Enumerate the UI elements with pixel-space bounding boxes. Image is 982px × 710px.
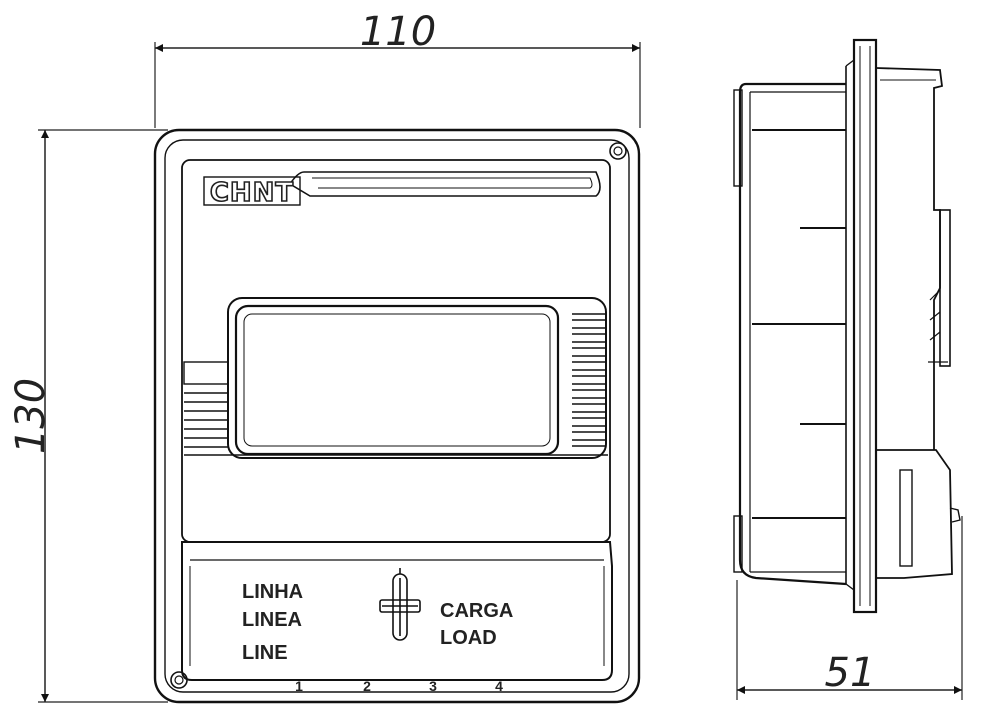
front-housing-inner bbox=[164, 139, 630, 693]
load-label-2: LOAD bbox=[440, 627, 497, 649]
side-ribs bbox=[752, 129, 846, 519]
load-labels: CARGA LOAD bbox=[440, 600, 513, 649]
line-label-3: LINE bbox=[242, 642, 288, 664]
side-view bbox=[733, 38, 961, 614]
logo-stripe bbox=[288, 171, 601, 197]
display-window bbox=[234, 304, 560, 456]
side-body bbox=[738, 82, 847, 586]
depth-dimension bbox=[736, 516, 963, 700]
terminal-number-4: 4 bbox=[495, 678, 503, 694]
line-labels: LINHA LINEA LINE bbox=[242, 581, 303, 664]
display-window-outer bbox=[227, 297, 607, 459]
terminal-number-1: 1 bbox=[295, 678, 303, 694]
screw-hole-bottom-left-icon bbox=[170, 671, 188, 689]
front-housing-outer bbox=[153, 128, 641, 704]
left-vent bbox=[183, 361, 229, 448]
side-front-cover bbox=[875, 67, 943, 450]
terminal-number-2: 2 bbox=[363, 678, 371, 694]
line-label-1: LINHA bbox=[242, 581, 303, 603]
right-vent bbox=[572, 313, 606, 447]
screw-hole-top-right-icon bbox=[609, 142, 627, 160]
side-terminal-cover bbox=[876, 449, 953, 579]
terminal-number-3: 3 bbox=[429, 678, 437, 694]
load-label-1: CARGA bbox=[440, 600, 513, 622]
width-dimension bbox=[154, 42, 641, 128]
width-dimension-label: 110 bbox=[360, 9, 436, 55]
depth-dimension-label: 51 bbox=[825, 650, 876, 696]
height-dimension-label: 130 bbox=[8, 378, 54, 454]
seal-screw-icon bbox=[379, 568, 421, 641]
logo-box bbox=[203, 176, 301, 206]
front-cover bbox=[181, 159, 611, 543]
line-label-2: LINEA bbox=[242, 609, 302, 631]
brand-logo: CHNT bbox=[210, 178, 294, 208]
terminal-numbers: 1 2 3 4 bbox=[295, 678, 503, 694]
terminal-cover bbox=[181, 541, 613, 681]
side-flange bbox=[852, 38, 878, 614]
height-dimension bbox=[38, 129, 168, 703]
front-view bbox=[153, 128, 641, 704]
